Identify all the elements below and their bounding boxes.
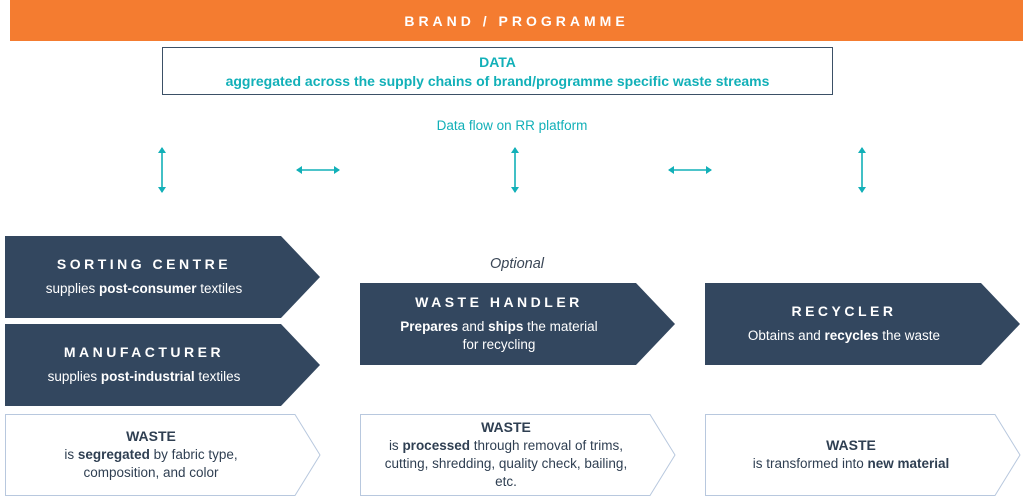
waste-left-line1: is segregated by fabric type,	[64, 447, 238, 462]
waste-processed-box: WASTE is processed through removal of tr…	[360, 414, 676, 496]
manufacturer-title: MANUFACTURER	[63, 344, 225, 360]
waste-left-title: WASTE	[126, 428, 176, 444]
waste-mid-title: WASTE	[481, 419, 531, 435]
waste-right-line1: is transformed into new material	[752, 456, 950, 471]
waste-mid-line2: cutting, shredding, quality check, baili…	[384, 456, 628, 471]
banner-title: BRAND / PROGRAMME	[404, 12, 629, 29]
optional-label: Optional	[489, 256, 544, 272]
waste-left-line2: composition, and color	[83, 465, 219, 480]
data-box-subtitle: aggregated across the supply chains of b…	[225, 73, 770, 89]
waste-handler-desc: Prepares and ships the material	[400, 319, 598, 334]
waste-handler-desc-line2: for recycling	[462, 337, 536, 352]
vertical-arrow-center	[508, 145, 522, 195]
manufacturer-desc: supplies post-industrial textiles	[47, 369, 241, 384]
horizontal-arrow-right	[666, 163, 714, 177]
brand-programme-banner: BRAND / PROGRAMME	[10, 0, 1023, 41]
sorting-centre-desc: supplies post-consumer textiles	[45, 281, 243, 296]
recycler-title: RECYCLER	[791, 303, 897, 319]
data-box-title: DATA	[479, 54, 516, 70]
sorting-centre-chevron: SORTING CENTRE supplies post-consumer te…	[5, 236, 321, 318]
waste-segregated-box: WASTE is segregated by fabric type, comp…	[5, 414, 321, 496]
sorting-centre-title: SORTING CENTRE	[56, 256, 232, 272]
recycler-chevron: RECYCLER Obtains and recycles the waste	[705, 283, 1021, 365]
horizontal-arrow-left	[294, 163, 342, 177]
vertical-arrow-left	[155, 145, 169, 195]
waste-handler-chevron: WASTE HANDLER Prepares and ships the mat…	[360, 283, 676, 365]
waste-mid-line1: is processed through removal of trims,	[388, 438, 624, 453]
waste-handler-title: WASTE HANDLER	[415, 294, 583, 310]
waste-right-title: WASTE	[826, 437, 876, 453]
waste-mid-line3: etc.	[495, 474, 517, 489]
vertical-arrow-right	[855, 145, 869, 195]
data-box: DATA aggregated across the supply chains…	[162, 47, 833, 95]
waste-transformed-box: WASTE is transformed into new material	[705, 414, 1021, 496]
recycler-desc: Obtains and recycles the waste	[747, 328, 941, 343]
manufacturer-chevron: MANUFACTURER supplies post-industrial te…	[5, 324, 321, 406]
data-flow-label: Data flow on RR platform	[436, 118, 588, 133]
